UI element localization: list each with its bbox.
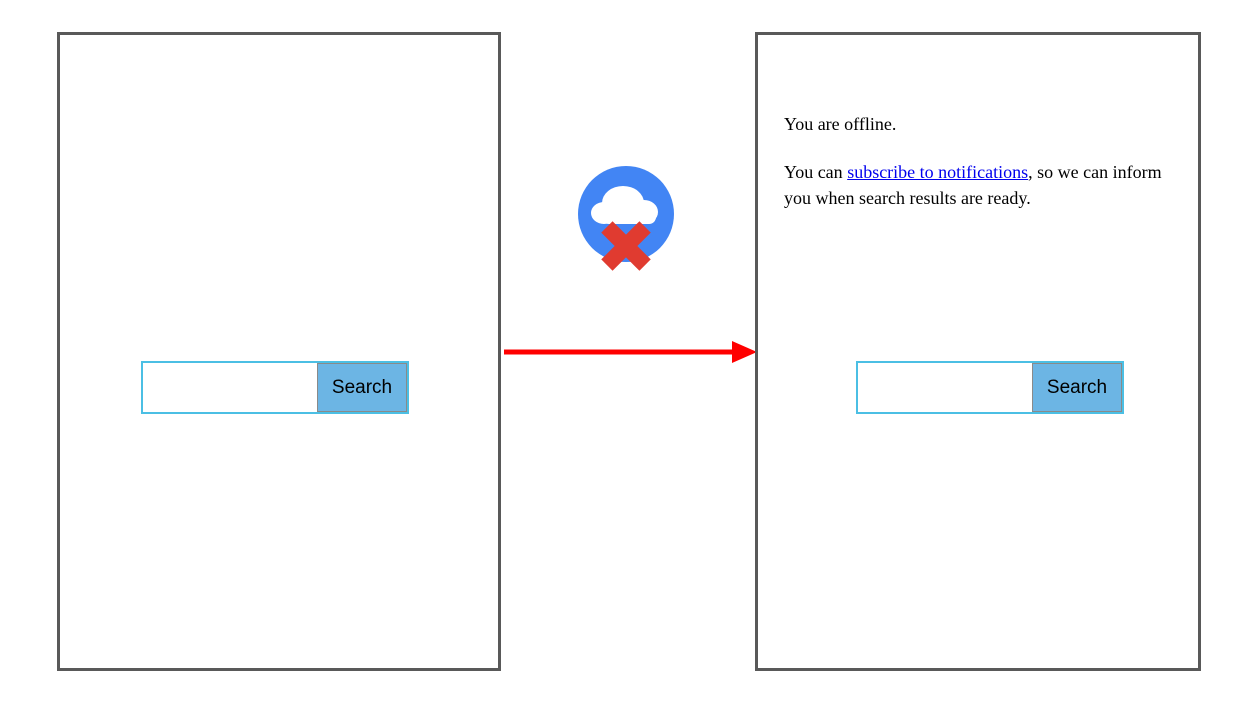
search-button[interactable]: Search bbox=[317, 363, 407, 412]
search-input[interactable] bbox=[143, 363, 317, 412]
offline-message-body: You can subscribe to notifications, so w… bbox=[784, 159, 1180, 211]
subscribe-to-notifications-link[interactable]: subscribe to notifications bbox=[847, 162, 1029, 182]
search-bar[interactable]: Search bbox=[856, 361, 1124, 414]
search-input[interactable] bbox=[858, 363, 1032, 412]
cloud-offline-icon bbox=[576, 162, 678, 280]
search-button[interactable]: Search bbox=[1032, 363, 1122, 412]
offline-message-headline: You are offline. bbox=[784, 114, 897, 134]
offline-message: You are offline. You can subscribe to no… bbox=[784, 111, 1180, 211]
flow-arrow-icon bbox=[500, 336, 760, 368]
panel-after-offline: You are offline. You can subscribe to no… bbox=[755, 32, 1201, 671]
panel-before-online: Search bbox=[57, 32, 501, 671]
offline-message-suffix: , so we can inform you when search resul… bbox=[784, 162, 1162, 208]
search-bar[interactable]: Search bbox=[141, 361, 409, 414]
offline-message-prefix: You can bbox=[784, 162, 848, 182]
